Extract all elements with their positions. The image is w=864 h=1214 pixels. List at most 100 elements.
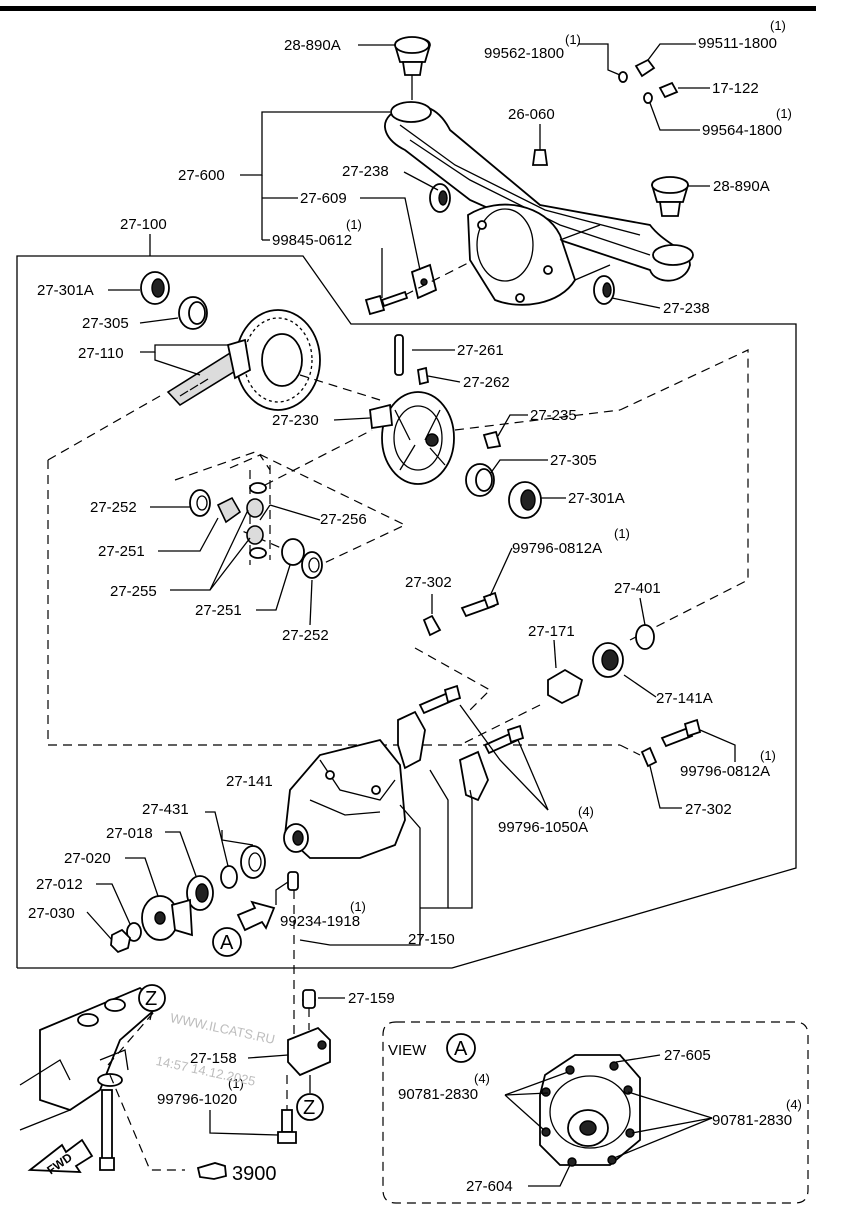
bushing-27-238-right <box>593 275 615 305</box>
label-27-251-left: 27-251 <box>98 543 145 560</box>
crossmember <box>384 101 694 306</box>
frame-bolt <box>97 1073 123 1171</box>
qty-99796-0812A-bottom: (1) <box>760 748 776 763</box>
qty-99796-0812A-top: (1) <box>614 526 630 541</box>
label-99796-1050A: 99796-1050A <box>498 819 588 836</box>
label-17-122: 17-122 <box>712 80 759 97</box>
label-3900: 3900 <box>232 1163 277 1185</box>
mount-bushing-right <box>651 176 689 217</box>
washer-27-012 <box>126 922 142 942</box>
label-27-431: 27-431 <box>142 801 189 818</box>
label-99796-1020: 99796-1020 <box>157 1091 237 1108</box>
carrier-bracket-right <box>458 750 489 802</box>
label-27-171: 27-171 <box>528 623 575 640</box>
label-27-301A-right: 27-301A <box>568 490 625 507</box>
label-99796-0812A-top: 99796-0812A <box>512 540 602 557</box>
oil-seal-27-401 <box>635 624 655 650</box>
bracket-27-609 <box>410 263 438 300</box>
label-27-252-left: 27-252 <box>90 499 137 516</box>
label-27-251-right: 27-251 <box>195 602 242 619</box>
differential-carrier-housing <box>283 738 406 859</box>
label-27-401: 27-401 <box>614 580 661 597</box>
label-27-609: 27-609 <box>300 190 347 207</box>
view-a-box-letter: A <box>454 1038 468 1060</box>
label-28-890A-right: 28-890A <box>713 178 770 195</box>
assembly-outline <box>16 255 797 969</box>
side-gear-27-251-left <box>216 496 242 524</box>
nut-27-030 <box>110 928 131 954</box>
dowel-pin-99234-1918 <box>287 871 299 891</box>
clip-27-302-bottom <box>640 746 658 768</box>
bearing-27-305-left <box>178 296 208 330</box>
label-27-030: 27-030 <box>28 905 75 922</box>
pinion-shaft-pin <box>394 334 404 376</box>
oil-seal-27-018 <box>186 875 214 911</box>
label-27-605: 27-605 <box>664 1047 711 1064</box>
qty-90781-2830-left: (4) <box>474 1071 490 1086</box>
label-27-110: 27-110 <box>78 345 124 362</box>
top-border <box>0 6 816 11</box>
z-letter-mount: Z <box>303 1097 315 1119</box>
spacer-27-171 <box>547 668 584 705</box>
leader-lines <box>86 43 736 1187</box>
qty-99511-1800: (1) <box>770 18 786 33</box>
label-27-305-right: 27-305 <box>550 452 597 469</box>
fasteners-top-right <box>618 58 679 104</box>
bushing-27-238-top <box>429 183 451 213</box>
mount-bushing-top <box>394 36 431 100</box>
side-gear-27-251-right <box>281 538 305 566</box>
label-27-600: 27-600 <box>178 167 225 184</box>
qty-99796-1050A: (4) <box>578 804 594 819</box>
view-a-housing <box>539 1054 641 1167</box>
spacer-27-431 <box>220 865 238 889</box>
label-27-262: 27-262 <box>463 374 510 391</box>
view-a-box-circle <box>446 1033 476 1063</box>
bolt-99845-0612 <box>364 290 409 316</box>
label-27-252-right: 27-252 <box>282 627 329 644</box>
qty-99234-1918: (1) <box>350 899 366 914</box>
differential-case <box>369 391 455 485</box>
watermark-line-1: WWW.ILCATS.RU <box>169 1010 276 1047</box>
label-27-238-top: 27-238 <box>342 163 389 180</box>
bearing-race-27-301A-left <box>140 271 170 305</box>
label-27-238-right: 27-238 <box>663 300 710 317</box>
carrier-bracket-left <box>397 710 426 770</box>
qty-99564-1800: (1) <box>776 106 792 121</box>
callout-labels: 28-890A (1) 99562-1800 (1) 99511-1800 17… <box>28 18 802 1195</box>
companion-flange-27-020 <box>141 895 193 941</box>
label-27-159: 27-159 <box>348 990 395 1007</box>
label-99845-0612: 99845-0612 <box>272 232 352 249</box>
label-27-012: 27-012 <box>36 876 83 893</box>
bolt-99796-0812A-bottom <box>660 726 694 748</box>
forward-arrow-icon <box>27 1138 94 1173</box>
label-90781-2830-left: 90781-2830 <box>398 1086 478 1103</box>
label-99564-1800: 99564-1800 <box>702 122 782 139</box>
z-letter-frame: Z <box>145 988 157 1010</box>
bolt-99796-1020 <box>277 1109 297 1144</box>
thrust-washer-27-252-right <box>301 551 323 579</box>
label-90781-2830-right: 90781-2830 <box>712 1112 792 1129</box>
label-27-020: 27-020 <box>64 850 111 867</box>
view-a-title: VIEW <box>388 1042 427 1059</box>
label-27-018: 27-018 <box>106 825 153 842</box>
label-27-302-bottom: 27-302 <box>685 801 732 818</box>
label-27-604: 27-604 <box>466 1178 513 1195</box>
thrust-washer-27-252-left <box>189 489 211 517</box>
label-27-141: 27-141 <box>226 773 273 790</box>
qty-99845-0612: (1) <box>346 217 362 232</box>
bearing-race-27-301A-right <box>508 481 542 519</box>
clip-27-302-top <box>422 614 442 637</box>
label-27-150: 27-150 <box>408 931 455 948</box>
bearing-27-305-right <box>465 463 495 497</box>
hand-pointer-icon <box>196 1162 227 1180</box>
label-27-302-top: 27-302 <box>405 574 452 591</box>
label-26-060: 26-060 <box>508 106 555 123</box>
qty-99562-1800: (1) <box>565 32 581 47</box>
label-27-301A-left: 27-301A <box>37 282 94 299</box>
label-27-256: 27-256 <box>320 511 367 528</box>
bearing-27-141A <box>592 642 624 678</box>
breather-vent <box>531 140 549 166</box>
label-99796-0812A-bottom: 99796-0812A <box>680 763 770 780</box>
view-a-box <box>382 1021 809 1204</box>
